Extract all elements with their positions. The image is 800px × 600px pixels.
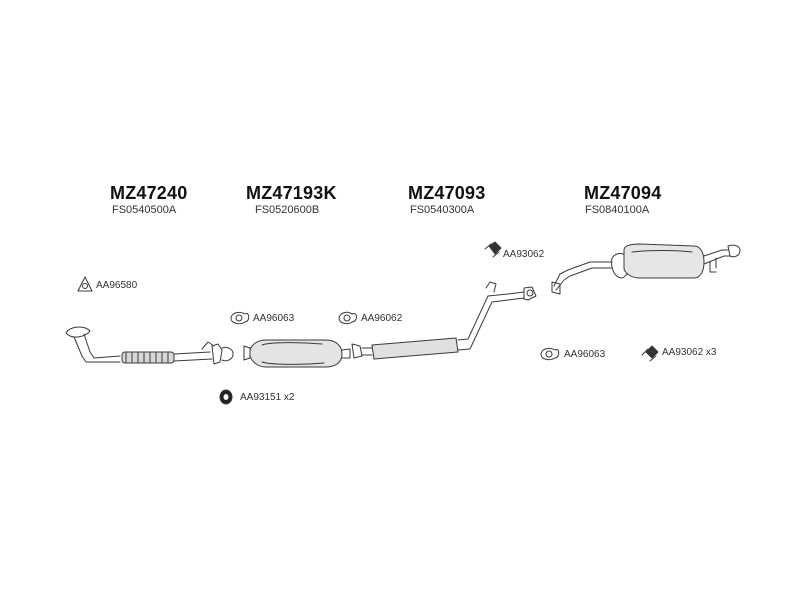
label-aa93151: AA93151 x2 <box>240 392 295 403</box>
code-fs0540300a: FS0540300A <box>410 204 475 216</box>
hanger-aa93062-right-icon <box>641 345 659 362</box>
part-number-mz47094: MZ47094 <box>584 183 662 203</box>
label-aa93062-right: AA93062 x3 <box>662 347 717 358</box>
gasket-aa96063-left-icon <box>230 311 250 325</box>
nut-aa93151-icon <box>219 389 233 405</box>
label-aa96062: AA96062 <box>361 313 403 324</box>
label-aa96580: AA96580 <box>96 280 138 291</box>
gasket-aa96580-icon <box>77 276 93 292</box>
label-aa96063-left: AA96063 <box>253 313 295 324</box>
catalytic-converter-mz47193k-drawing <box>243 339 351 368</box>
gasket-aa96063-right-icon <box>540 347 560 361</box>
label-aa93062-top: AA93062 <box>503 249 545 260</box>
label-aa96063-right: AA96063 <box>564 349 606 360</box>
code-fs0840100a: FS0840100A <box>585 204 650 216</box>
code-fs0520600b: FS0520600B <box>255 204 320 216</box>
part-number-mz47193k: MZ47193K <box>246 183 337 203</box>
part-number-mz47093: MZ47093 <box>408 183 486 203</box>
hanger-aa93062-top-icon <box>484 241 502 258</box>
rear-silencer-mz47094-drawing <box>551 243 741 295</box>
front-pipe-mz47240-drawing <box>65 326 234 365</box>
part-number-mz47240: MZ47240 <box>110 183 188 203</box>
center-pipe-mz47093-drawing <box>351 281 537 360</box>
gasket-aa96062-icon <box>338 311 357 325</box>
code-fs0540500a: FS0540500A <box>112 204 177 216</box>
